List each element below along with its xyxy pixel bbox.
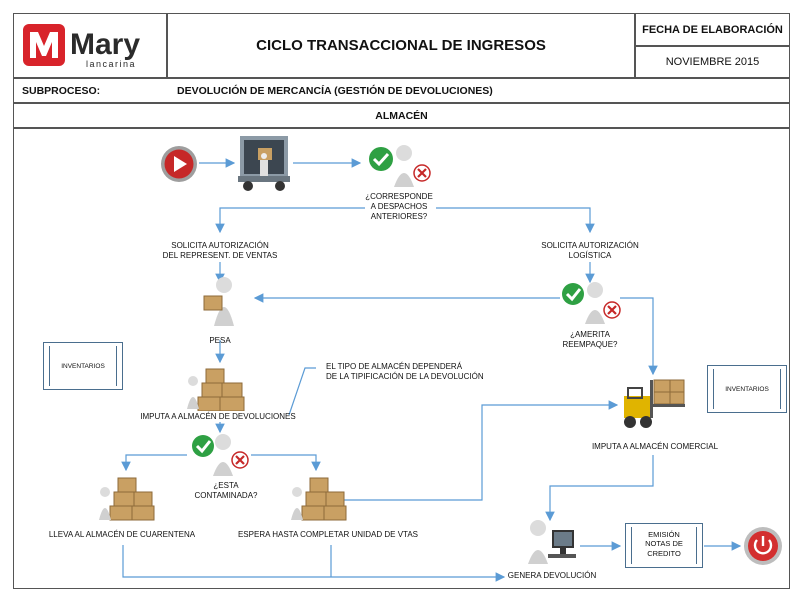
espera-unidad-text: ESPERA HASTA COMPLETAR UNIDAD DE VTAS [237,530,419,539]
boxes-cuarentena-icon [99,477,155,521]
power-end-icon [744,527,782,565]
imputa-comercial-text: IMPUTA A ALMACÉN COMERCIAL [591,442,719,451]
decision-despachos-text: ¿CORRESPONDE A DESPACHOS ANTERIORES? [365,192,433,221]
boxes-devoluciones-icon [187,368,245,411]
arrow-reempaque-comercial [620,297,658,376]
arrow-to-cuarentena [121,454,187,472]
arrow-to-solicita-logistica [436,207,595,234]
boxes-espera-icon [291,477,347,521]
arrow-cuarentena-genera [122,545,506,582]
imputa-devoluciones-text: IMPUTA A ALMACÉN DE DEVOLUCIONES [140,412,296,421]
decision-contaminada-icon [192,434,249,476]
emision-notas-box: EMISIÓN NOTAS DE CREDITO [625,523,703,568]
brand-sub: lancarina [86,59,136,69]
area-title: ALMACÉN [13,103,790,128]
brand-name: Mary [70,28,140,61]
flow-canvas [13,128,790,589]
pesa-person-icon [203,277,234,326]
computer-user-icon [528,520,576,564]
mary-logo-icon: Mary lancarina [23,24,140,69]
solicita-ventas-text: SOLICITA AUTORIZACIÓN DEL REPRESENT. DE … [162,241,278,260]
arrow-to-espera [251,454,321,472]
decision-reempaque-text: ¿AMERITA REEMPAQUE? [562,330,618,349]
forklift-icon [624,379,685,428]
arrow-espera-comercial [344,400,619,501]
play-icon [161,146,197,182]
pesa-text: PESA [209,336,231,345]
date-label: FECHA DE ELABORACIÓN [635,13,790,46]
inventarios-left-box: INVENTARIOS [43,342,123,390]
solicita-logistica-text: SOLICITA AUTORIZACIÓN LOGÍSTICA [541,241,639,260]
note-bracket [288,367,316,416]
page-title: CICLO TRANSACCIONAL DE INGRESOS [167,13,635,78]
decision-contaminada-text: ¿ESTA CONTAMINADA? [194,481,258,500]
brand-logo: Mary lancarina [13,13,167,78]
arrow-comercial-genera [545,455,654,522]
decision-reempaque-icon [562,282,621,324]
lleva-cuarentena-text: LLEVA AL ALMACÉN DE CUARENTENA [48,530,196,539]
nota-tipo-almacen: EL TIPO DE ALMACÉN DEPENDERÁ DE LA TIPIF… [326,362,484,382]
arrow-to-solicita-ventas [215,207,365,234]
decision-despachos-icon [369,145,431,187]
delivery-truck-icon [238,136,290,191]
date-value: NOVIEMBRE 2015 [635,46,790,78]
subprocess-row: SUBPROCESO: DEVOLUCIÓN DE MERCANCÍA (GES… [13,78,790,103]
genera-devolucion-text: GENERA DEVOLUCIÓN [507,571,597,580]
subprocess-value: DEVOLUCIÓN DE MERCANCÍA (GESTIÓN DE DEVO… [177,85,493,97]
subprocess-label: SUBPROCESO: [22,85,101,97]
inventarios-right-box: INVENTARIOS [707,365,787,413]
